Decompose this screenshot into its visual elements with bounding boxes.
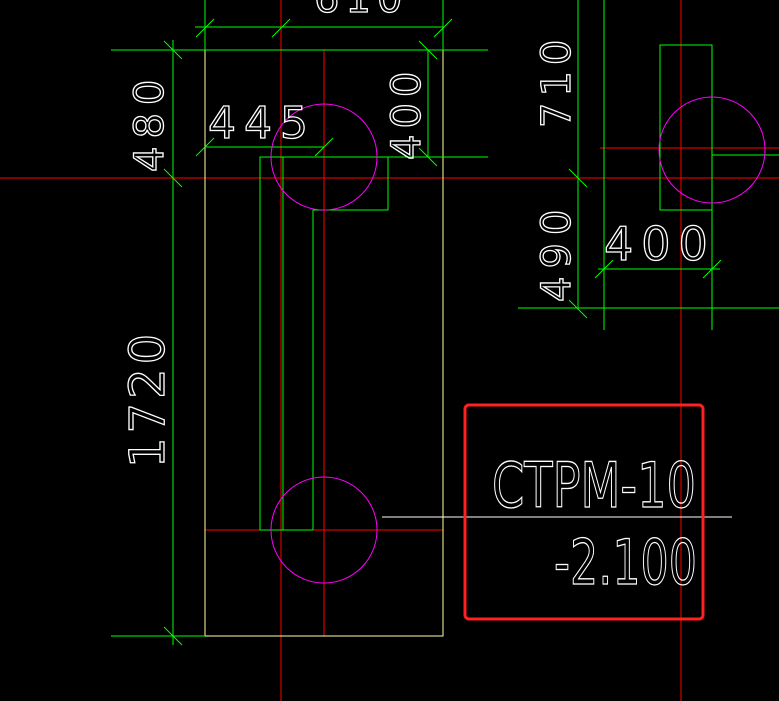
pile-bottom — [270, 476, 378, 584]
dim-top-tick-right — [433, 18, 453, 38]
dim-text-400-horizontal: 400 — [604, 217, 716, 271]
pile-top — [270, 103, 378, 211]
dim-text-400-vertical: 400 — [384, 66, 430, 160]
dim-left-tick-mid — [163, 168, 183, 188]
piles — [270, 96, 766, 584]
dim-left-tick-top — [163, 40, 183, 60]
dim-400h-tick-left — [594, 259, 614, 279]
dim-top-tick-left — [195, 18, 215, 38]
cap-label: CTPM-10 -2.100 — [491, 448, 697, 599]
dim-400h-tick-right — [702, 259, 722, 279]
dim-text-1720: 1720 — [120, 330, 176, 468]
dim-top-tick-mid — [271, 18, 291, 38]
dim-text-480: 480 — [127, 72, 173, 172]
dim-445-tick-left — [195, 137, 215, 157]
right-column-outline — [659, 44, 713, 211]
cap-elevation-text: -2.100 — [554, 526, 697, 599]
dim-text-490: 490 — [534, 202, 580, 302]
dimension-texts: 610 480 445 400 710 490 400 1720 — [119, 0, 716, 469]
dim-400v-tick-bottom — [418, 147, 438, 167]
cap-name-text: CTPM-10 — [492, 449, 696, 522]
pile-right — [658, 96, 766, 204]
dim-400v-tick-top — [418, 40, 438, 60]
dim-445-tick-right — [314, 137, 334, 157]
dim-text-top: 610 — [314, 0, 408, 22]
dim-left-tick-bottom — [163, 626, 183, 646]
dimension-lines — [111, 0, 779, 646]
dim-right-tick-mid — [568, 168, 588, 188]
dim-text-445: 445 — [208, 98, 316, 149]
highlight-box — [463, 403, 705, 621]
dim-right-tick-bottom — [568, 299, 588, 319]
dim-text-710: 710 — [534, 34, 580, 128]
